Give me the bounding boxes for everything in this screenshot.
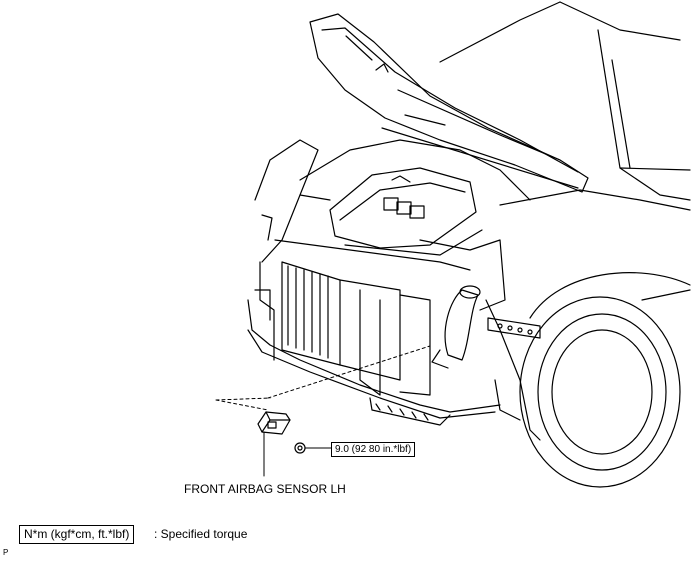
sensor-location-leader — [215, 345, 431, 411]
mounting-bolt — [294, 442, 332, 454]
hood — [309, 1, 589, 193]
engine-cover — [299, 139, 531, 256]
front-airbag-sensor-part — [257, 411, 291, 435]
corner-mark: P — [3, 548, 9, 557]
front-bumper — [247, 299, 521, 426]
radiator-support — [254, 239, 506, 396]
windshield-and-roof — [559, 1, 691, 201]
front-fender-and-wheel — [485, 189, 691, 488]
torque-unit-legend-box: N*m (kgf*cm, ft.*lbf) — [19, 525, 135, 544]
part-label: FRONT AIRBAG SENSOR LH — [184, 482, 346, 496]
torque-spec-box: 9.0 (92 80 in.*lbf) — [331, 442, 416, 457]
torque-legend-description: : Specified torque — [154, 527, 248, 541]
intake-hose — [431, 285, 481, 369]
left-headlight-area — [254, 139, 331, 263]
